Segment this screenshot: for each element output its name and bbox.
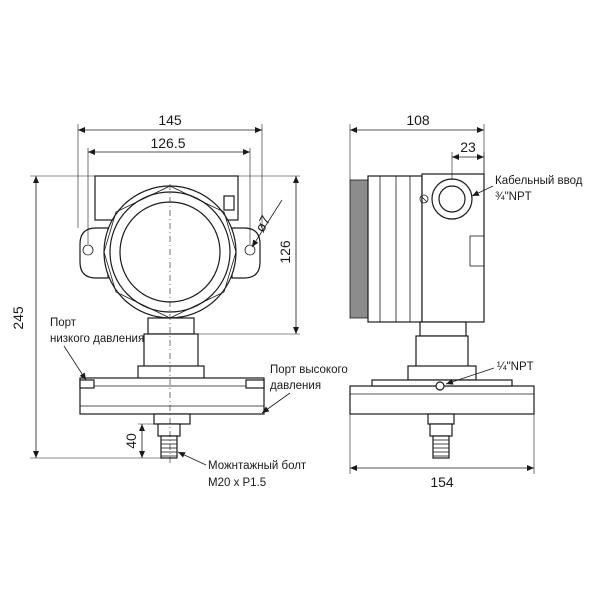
side-flange [349, 385, 535, 415]
label-npt-quarter: ¼"NPT [497, 361, 534, 373]
left-mount-hole [82, 244, 94, 256]
label-cable-line2: ¾"NPT [495, 191, 532, 203]
cable-entry [431, 178, 473, 220]
front-flange [79, 377, 265, 415]
label-bolt-line2: M20 x P1.5 [208, 477, 266, 489]
label-high-port-line1: Порт высокого [270, 364, 348, 376]
dim-front-height-body: 126 [277, 240, 293, 264]
label-cable-line1: Кабельный ввод [495, 175, 583, 187]
label-high-port-line2: давления [270, 380, 321, 392]
front-mount-bolt [160, 435, 178, 459]
dim-front-width-holes: 126.5 [150, 135, 185, 151]
label-low-port-line1: Порт [50, 317, 77, 329]
right-mount-hole [244, 244, 256, 256]
dim-side-depth: 108 [406, 112, 430, 128]
left-mount-ear [79, 227, 109, 279]
dim-front-height-overall: 245 [10, 306, 26, 330]
label-low-port-line2: низкого давления [50, 333, 144, 345]
dim-front-width-overall: 145 [158, 112, 182, 128]
dim-hole-diameter: ø7 [252, 212, 274, 234]
dim-cable-offset: 23 [460, 139, 476, 155]
side-view: 108 23 154 Кабельный ввод ¾"NPT ¼"NPT [349, 112, 583, 490]
dim-flange-width: 154 [430, 474, 454, 490]
side-mount-bolt [432, 435, 450, 459]
label-bolt-line1: Можнтажный болт [208, 460, 307, 472]
dim-bolt-length: 40 [123, 433, 139, 449]
side-enclosure-body [367, 175, 423, 323]
front-view: 145 126.5 245 126 ø7 40 Порт низкого дав… [10, 112, 348, 489]
